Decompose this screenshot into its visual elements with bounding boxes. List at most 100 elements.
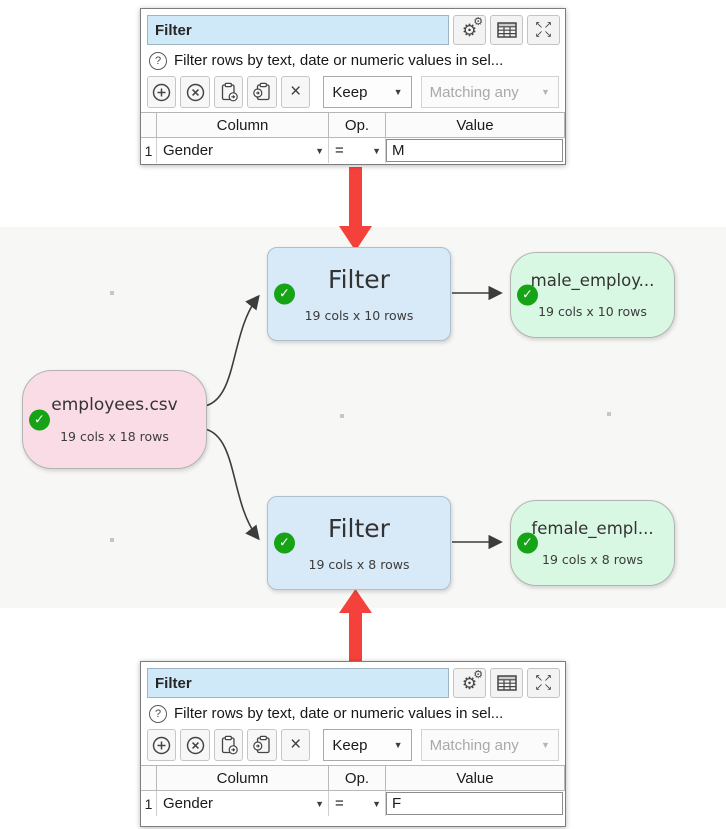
filter-terms-table: Column Op. Value 1 Gender ▼ = ▼ M <box>141 112 565 163</box>
grid-dot <box>110 538 114 542</box>
value-input-text: M <box>392 142 405 159</box>
panel-toolbar: × Keep ▼ Matching any ▼ <box>147 76 559 108</box>
node-filter-bottom[interactable]: ✓ Filter 19 cols x 8 rows <box>267 496 451 590</box>
column-select-value: Gender <box>163 142 214 159</box>
op-select[interactable]: = ▼ <box>329 138 386 163</box>
op-header: Op. <box>329 766 386 791</box>
check-icon: ✓ <box>517 284 538 306</box>
chevron-down-icon: ▼ <box>315 145 324 156</box>
keep-dropdown-value: Keep <box>332 83 368 101</box>
table-view-button[interactable] <box>490 668 523 698</box>
paste-rows-button[interactable] <box>247 729 277 761</box>
expand-icon: ↖↗↙↘ <box>534 673 553 693</box>
settings-button[interactable]: ⚙⚙ <box>453 668 486 698</box>
column-header: Column <box>157 113 329 138</box>
clipboard-copy-icon <box>221 735 238 755</box>
remove-row-button[interactable] <box>180 729 210 761</box>
help-icon[interactable]: ? <box>149 704 167 723</box>
table-corner <box>141 113 157 138</box>
x-circle-icon <box>186 736 204 754</box>
node-male-employees[interactable]: ✓ male_employ... 19 cols x 10 rows <box>510 252 675 338</box>
keep-dropdown[interactable]: Keep ▼ <box>323 76 412 108</box>
chevron-down-icon: ▼ <box>393 87 403 97</box>
column-select[interactable]: Gender ▼ <box>157 138 329 163</box>
add-row-button[interactable] <box>147 729 177 761</box>
gear-icon: ⚙⚙ <box>461 667 484 694</box>
expand-icon: ↖↗↙↘ <box>534 20 553 40</box>
check-icon: ✓ <box>29 409 50 430</box>
transform-title-field[interactable]: Filter <box>147 15 449 45</box>
delete-transform-button[interactable]: × <box>280 729 311 761</box>
column-select-value: Gender <box>163 795 214 812</box>
chevron-down-icon: ▼ <box>315 798 324 809</box>
x-circle-icon <box>186 83 204 101</box>
node-employees-csv[interactable]: ✓ employees.csv 19 cols x 18 rows <box>22 370 207 469</box>
filter-panel-top: Filter ⚙⚙ ↖↗↙↘ ? Filter rows by text, da… <box>140 8 566 165</box>
gear-icon: ⚙⚙ <box>461 14 484 41</box>
node-title: male_employ... <box>530 271 655 290</box>
column-header: Column <box>157 766 329 791</box>
filter-terms-table: Column Op. Value 1 Gender ▼ = ▼ F <box>141 765 565 816</box>
settings-button[interactable]: ⚙⚙ <box>453 15 486 45</box>
value-header: Value <box>386 766 565 791</box>
op-select-value: = <box>335 142 344 159</box>
panel-titlebar: Filter ⚙⚙ ↖↗↙↘ <box>147 668 560 698</box>
plus-circle-icon <box>153 736 171 754</box>
chevron-down-icon: ▼ <box>372 145 381 156</box>
chevron-down-icon: ▼ <box>393 740 403 750</box>
matching-dropdown: Matching any ▼ <box>420 729 559 761</box>
matching-dropdown-value: Matching any <box>429 736 519 754</box>
expand-button[interactable]: ↖↗↙↘ <box>527 668 560 698</box>
grid-dot <box>110 291 114 295</box>
table-corner <box>141 766 157 791</box>
node-filter-top[interactable]: ✓ Filter 19 cols x 10 rows <box>267 247 451 341</box>
node-female-employees[interactable]: ✓ female_empl... 19 cols x 8 rows <box>510 500 675 586</box>
keep-dropdown[interactable]: Keep ▼ <box>323 729 412 761</box>
panel-titlebar: Filter ⚙⚙ ↖↗↙↘ <box>147 15 560 45</box>
panel-toolbar: × Keep ▼ Matching any ▼ <box>147 729 559 761</box>
help-row: ? Filter rows by text, date or numeric v… <box>149 702 557 725</box>
node-subtitle: 19 cols x 8 rows <box>308 557 410 572</box>
node-subtitle: 19 cols x 10 rows <box>304 308 414 323</box>
copy-rows-button[interactable] <box>213 76 244 108</box>
check-icon: ✓ <box>274 283 295 305</box>
copy-rows-button[interactable] <box>213 729 244 761</box>
node-subtitle: 19 cols x 8 rows <box>542 552 643 567</box>
value-input[interactable]: M <box>386 139 563 162</box>
filter-panel-bottom: Filter ⚙⚙ ↖↗↙↘ ? Filter rows by text, da… <box>140 661 566 827</box>
help-text: Filter rows by text, date or numeric val… <box>174 52 504 69</box>
node-subtitle: 19 cols x 10 rows <box>538 304 647 319</box>
chevron-down-icon: ▼ <box>541 740 550 750</box>
matching-dropdown-value: Matching any <box>429 83 519 101</box>
plus-circle-icon <box>153 83 171 101</box>
op-select[interactable]: = ▼ <box>329 791 386 816</box>
paste-rows-button[interactable] <box>247 76 277 108</box>
chevron-down-icon: ▼ <box>541 87 550 97</box>
check-icon: ✓ <box>274 532 295 554</box>
delete-transform-button[interactable]: × <box>280 76 311 108</box>
keep-dropdown-value: Keep <box>332 736 368 754</box>
remove-row-button[interactable] <box>180 76 210 108</box>
grid-dot <box>607 412 611 416</box>
table-icon <box>496 22 517 38</box>
grid-dot <box>340 414 344 418</box>
value-header: Value <box>386 113 565 138</box>
column-select[interactable]: Gender ▼ <box>157 791 329 816</box>
row-index: 1 <box>141 791 157 816</box>
value-input[interactable]: F <box>386 792 563 815</box>
add-row-button[interactable] <box>147 76 177 108</box>
clipboard-paste-icon <box>253 735 270 754</box>
op-select-value: = <box>335 795 344 812</box>
help-row: ? Filter rows by text, date or numeric v… <box>149 49 557 72</box>
check-icon: ✓ <box>517 532 538 554</box>
node-title: female_empl... <box>531 519 654 538</box>
expand-button[interactable]: ↖↗↙↘ <box>527 15 560 45</box>
clipboard-copy-icon <box>221 82 238 102</box>
node-title: employees.csv <box>51 395 178 415</box>
table-view-button[interactable] <box>490 15 523 45</box>
transform-title-field[interactable]: Filter <box>147 668 449 698</box>
table-icon <box>496 675 517 691</box>
matching-dropdown: Matching any ▼ <box>420 76 559 108</box>
help-text: Filter rows by text, date or numeric val… <box>174 705 504 722</box>
help-icon[interactable]: ? <box>149 51 167 70</box>
